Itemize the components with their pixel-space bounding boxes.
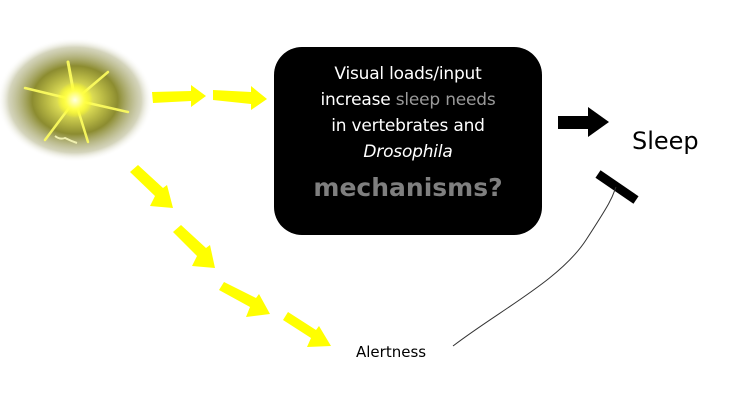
promote-arrow (558, 107, 609, 137)
box-line-2-prefix: increase (320, 90, 396, 110)
box-line-2: increase sleep needs (274, 87, 542, 113)
box-line-3: in vertebrates and (331, 116, 485, 136)
box-line-1: Visual loads/input (334, 64, 482, 84)
mechanisms-question: mechanisms? (313, 173, 503, 202)
arrow-segment (173, 225, 215, 268)
dashed-arrow-light-to-alertness (130, 165, 331, 347)
sleep-label: Sleep (632, 127, 699, 155)
inhibition-connector (452, 186, 617, 347)
central-box: Visual loads/input increase sleep needs … (274, 47, 542, 235)
arrow-segment (130, 165, 173, 208)
arrow-segment (219, 282, 270, 317)
box-line-4: Drosophila (363, 142, 453, 162)
alertness-label: Alertness (356, 343, 427, 361)
arrow-segment (213, 86, 267, 110)
arrow-segment (283, 312, 331, 347)
arrow-segment (152, 85, 206, 107)
sleep-needs-highlight: sleep needs (395, 90, 496, 110)
light-burst-icon (0, 38, 153, 162)
inhibition-bar (595, 170, 639, 204)
dashed-arrow-light-to-box (152, 85, 267, 110)
